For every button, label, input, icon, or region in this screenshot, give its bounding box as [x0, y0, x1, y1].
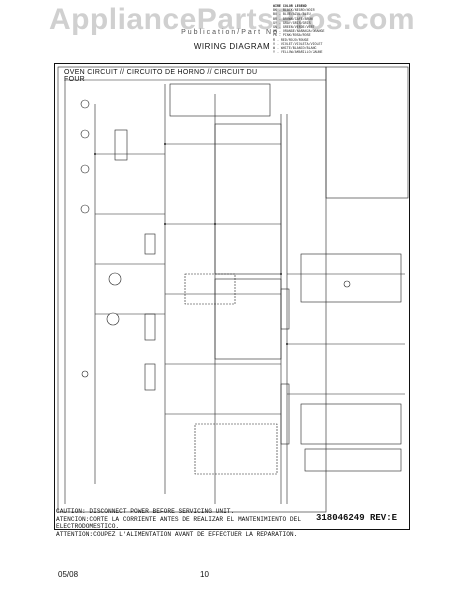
- legend-row: BR - BROWN/CAFE/BRUN: [273, 16, 313, 21]
- page-title: WIRING DIAGRAM: [193, 42, 271, 51]
- legend-row: R - RED/ROJO/ROUGE: [273, 37, 309, 42]
- legend-row: BU - BLUE/AZUL/BLEU: [273, 12, 311, 17]
- wiring-schematic: [57, 66, 409, 513]
- oven-circuit-title: OVEN CIRCUIT // CIRCUITO DE HORNO // CIR…: [64, 69, 258, 83]
- footer-page-number: 10: [200, 570, 209, 579]
- caution-line-es: ATENCION:CORTE LA CORRIENTE ANTES DE REA…: [56, 515, 302, 531]
- caution-line-en: CAUTION: DISCONNECT POWER BEFORE SERVICI…: [56, 508, 235, 515]
- legend-row: OR - ORANGE/NARANJA/ORANGE: [273, 29, 325, 34]
- footer-date: 05/08: [58, 570, 79, 579]
- watermark: AppliancePartsPros.com: [48, 3, 416, 36]
- part-number: 318046249 REV:E: [316, 513, 398, 523]
- legend-row: PK - PINK/ROSA/ROSE: [273, 33, 311, 38]
- legend-row: BK - BLACK/NEGRO/NOIR: [273, 8, 315, 13]
- caution-notice: CAUTION: DISCONNECT POWER BEFORE SERVICI…: [56, 508, 318, 538]
- legend-row: V - VIOLET/VIOLETA/VIOLET: [273, 41, 323, 46]
- header-model-text: Publication/Part No.: [181, 29, 283, 36]
- legend-row: GY - GRAY/GRIS/GRIS: [273, 20, 311, 25]
- legend-row: Y - YELLOW/AMARILLO/JAUNE: [273, 50, 323, 55]
- legend-row: W - WHITE/BLANCO/BLANC: [273, 46, 317, 51]
- caution-line-fr: ATTENTION:COUPEZ L'ALIMENTATION AVANT DE…: [56, 530, 298, 538]
- legend-row: GN - GREEN/VERDE/VERT: [273, 25, 315, 30]
- legend-title: WIRE COLOR LEGEND: [273, 4, 307, 8]
- wiring-diagram-sheet: [54, 63, 410, 530]
- wire-color-legend: WIRE COLOR LEGEND BK - BLACK/NEGRO/NOIR …: [273, 4, 353, 133]
